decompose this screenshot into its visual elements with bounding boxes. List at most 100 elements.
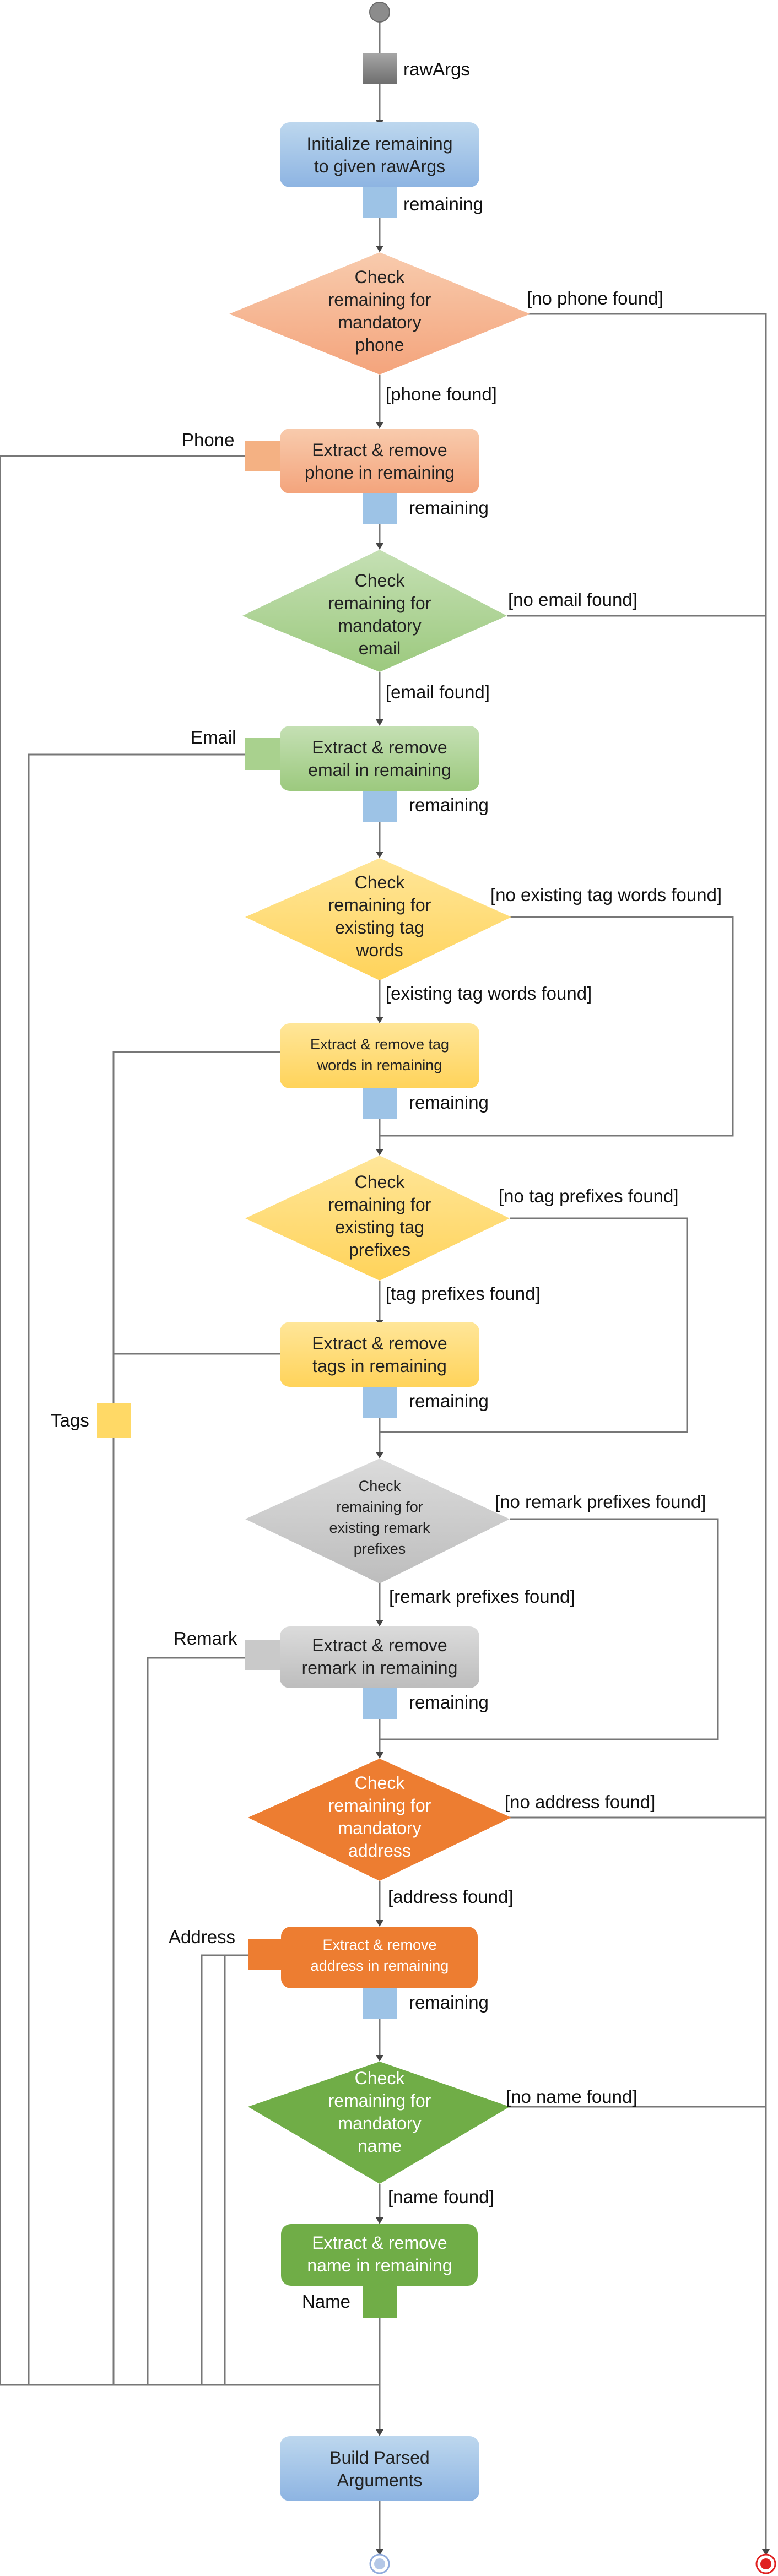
- check-name-label-3: mandatory: [338, 2113, 421, 2133]
- check-tag-prefixes-label-4: prefixes: [349, 1240, 410, 1260]
- extract-name-action: [281, 2224, 478, 2286]
- raw-args-label: rawArgs: [403, 59, 470, 79]
- guard-no-name: [no name found]: [506, 2086, 637, 2107]
- check-phone-label-3: mandatory: [338, 312, 421, 332]
- init-label-2: to given rawArgs: [314, 156, 445, 176]
- remaining-label: remaining: [409, 497, 489, 518]
- remaining-pin: [363, 1688, 397, 1719]
- remaining-pin: [363, 493, 397, 524]
- remaining-label: remaining: [409, 1692, 489, 1712]
- remark-pin-label: Remark: [174, 1628, 237, 1648]
- extract-remark-label: Extract & remove: [312, 1635, 447, 1655]
- check-tag-prefixes-label: Check: [355, 1172, 406, 1192]
- extract-address-action: [281, 1927, 478, 1988]
- remaining-label: remaining: [409, 795, 489, 815]
- guard-tag-words-found: [existing tag words found]: [386, 983, 592, 1004]
- check-name-decision: [248, 2062, 510, 2184]
- check-email-label-2: remaining for: [328, 593, 431, 613]
- extract-tag-words-action: [280, 1023, 479, 1088]
- address-pin: [248, 1939, 281, 1970]
- start-node: [369, 2, 390, 23]
- extract-address-label-2: address in remaining: [311, 1957, 449, 1974]
- check-name-label-4: name: [358, 2136, 402, 2156]
- check-email-label-3: mandatory: [338, 616, 421, 636]
- guard-name-found: [name found]: [388, 2187, 494, 2207]
- name-pin: [363, 2286, 397, 2318]
- build-label: Build Parsed: [329, 2448, 429, 2467]
- init-label: Initialize remaining: [306, 134, 452, 154]
- remaining-pin: [363, 1088, 397, 1119]
- init-action: [280, 122, 479, 187]
- check-remark-label-2: remaining for: [336, 1499, 423, 1515]
- remaining-pin: [363, 791, 397, 822]
- guard-phone-found: [phone found]: [386, 384, 497, 404]
- build-action: [280, 2436, 479, 2501]
- remaining-label: remaining: [409, 1391, 489, 1411]
- check-phone-label: Check: [355, 267, 406, 287]
- extract-remark-label-2: remark in remaining: [302, 1658, 458, 1678]
- remark-pin: [245, 1640, 280, 1670]
- extract-tags-label: Extract & remove: [312, 1333, 447, 1353]
- check-tag-words-label-3: existing tag: [335, 918, 424, 937]
- check-tag-words-decision: [245, 858, 511, 980]
- remaining-pin: [363, 187, 397, 218]
- final-node: [369, 2553, 390, 2574]
- check-remark-label-4: prefixes: [354, 1541, 406, 1557]
- extract-phone-label: Extract & remove: [312, 440, 447, 460]
- check-tag-prefixes-decision: [245, 1156, 510, 1281]
- extract-tags-action: [280, 1322, 479, 1387]
- remaining-label: remaining: [409, 1092, 489, 1113]
- extract-name-label: Extract & remove: [312, 2233, 447, 2253]
- check-email-label: Check: [355, 571, 406, 590]
- check-tag-words-label: Check: [355, 872, 406, 892]
- guard-no-address: [no address found]: [505, 1792, 655, 1812]
- guard-address-found: [address found]: [388, 1886, 514, 1907]
- extract-tag-words-label: Extract & remove tag: [310, 1036, 449, 1053]
- check-address-label-2: remaining for: [328, 1796, 431, 1815]
- extract-email-label: Extract & remove: [312, 737, 447, 757]
- guard-no-remark: [no remark prefixes found]: [495, 1492, 706, 1512]
- phone-pin-label: Phone: [182, 430, 234, 450]
- extract-email-action: [280, 726, 479, 791]
- extract-phone-action: [280, 429, 479, 493]
- check-phone-label-2: remaining for: [328, 290, 431, 310]
- email-pin: [245, 738, 280, 770]
- check-address-label-4: address: [348, 1841, 411, 1861]
- check-address-decision: [248, 1759, 511, 1881]
- check-address-label: Check: [355, 1773, 406, 1793]
- guard-tag-prefixes-found: [tag prefixes found]: [386, 1283, 541, 1304]
- guard-no-tag-prefixes: [no tag prefixes found]: [499, 1186, 679, 1206]
- check-name-label-2: remaining for: [328, 2091, 431, 2111]
- extract-tag-words-label-2: words in remaining: [317, 1057, 442, 1073]
- build-label-2: Arguments: [337, 2470, 423, 2490]
- edges: [0, 22, 767, 2551]
- extract-tags-label-2: tags in remaining: [312, 1356, 447, 1376]
- check-phone-label-4: phone: [355, 335, 404, 355]
- check-phone-decision: [229, 252, 530, 375]
- guard-email-found: [email found]: [386, 682, 490, 702]
- check-name-label: Check: [355, 2068, 406, 2088]
- tags-pin-label: Tags: [51, 1410, 89, 1430]
- guard-remark-found: [remark prefixes found]: [389, 1586, 575, 1607]
- remaining-pin: [363, 1387, 397, 1418]
- extract-remark-action: [280, 1626, 479, 1688]
- address-pin-label: Address: [169, 1927, 235, 1947]
- guard-no-tag-words: [no existing tag words found]: [490, 885, 722, 905]
- check-remark-label-3: existing remark: [329, 1520, 430, 1536]
- extract-address-label: Extract & remove: [322, 1937, 436, 1953]
- guard-no-email: [no email found]: [508, 589, 637, 610]
- check-tag-prefixes-label-3: existing tag: [335, 1217, 424, 1237]
- check-email-decision: [242, 550, 507, 672]
- error-final-node: [755, 2553, 776, 2574]
- phone-pin: [245, 441, 280, 471]
- guard-no-phone: [no phone found]: [527, 288, 663, 308]
- check-address-label-3: mandatory: [338, 1818, 421, 1838]
- email-pin-label: Email: [191, 727, 236, 747]
- extract-name-label-2: name in remaining: [307, 2255, 452, 2275]
- check-remark-decision: [245, 1458, 510, 1583]
- remaining-label: remaining: [409, 1992, 489, 2013]
- extract-phone-label-2: phone in remaining: [305, 463, 455, 482]
- name-pin-label: Name: [302, 2291, 350, 2312]
- remaining-pin: [363, 1988, 397, 2019]
